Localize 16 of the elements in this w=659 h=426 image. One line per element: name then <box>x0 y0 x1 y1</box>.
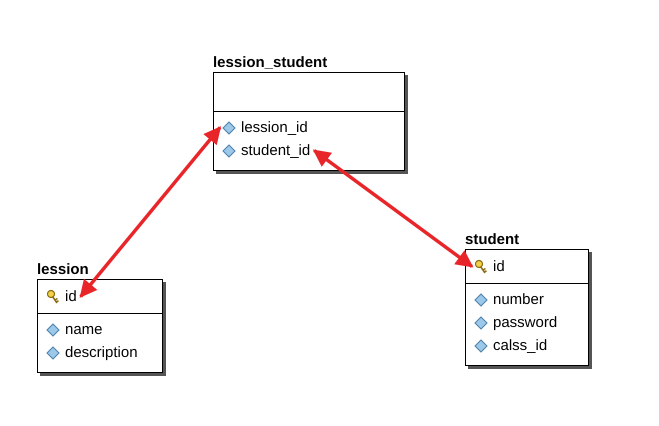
double-arrow <box>79 126 222 298</box>
field-name: description <box>65 345 138 360</box>
field-name: calss_id <box>493 338 548 353</box>
field-name: id <box>493 259 505 274</box>
entity-table <box>37 260 163 373</box>
field-name: number <box>493 292 544 307</box>
double-arrow <box>312 149 474 268</box>
field-name: password <box>493 315 558 330</box>
table-name: lession <box>37 260 89 279</box>
table-name: lession_student <box>213 53 328 72</box>
field-name: name <box>65 322 103 337</box>
field-name: student_id <box>241 143 310 158</box>
table-name: student <box>465 230 520 249</box>
field-name: lession_id <box>241 120 308 135</box>
entity-table <box>213 53 405 171</box>
field-name: id <box>65 289 77 304</box>
